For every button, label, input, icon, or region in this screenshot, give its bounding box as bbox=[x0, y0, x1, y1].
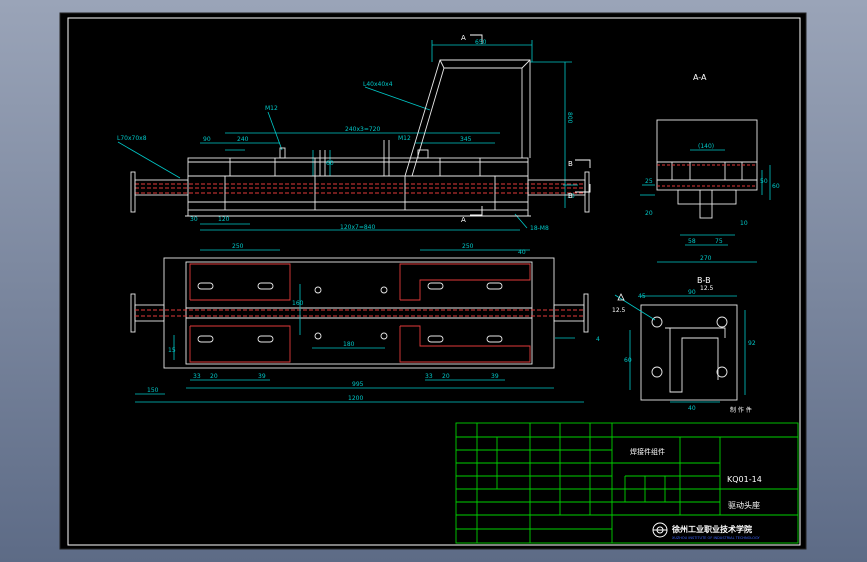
bb-weld: 12.5 bbox=[612, 307, 626, 314]
aa-dim-58: 58 bbox=[688, 238, 696, 245]
dim-33b: 33 bbox=[425, 373, 433, 380]
section-letter-b-bottom: B bbox=[568, 192, 573, 200]
frame-outline bbox=[130, 157, 590, 217]
section-letter-a-top: A bbox=[461, 34, 466, 42]
section-bb-title: B-B bbox=[697, 276, 711, 285]
border-frame bbox=[67, 17, 801, 546]
material-label: 焊接件组件 bbox=[630, 447, 665, 456]
section-aa-labels: A-A (140) 60 50 25 20 58 75 270 10 bbox=[645, 73, 780, 262]
dim-span-top: 240x3=720 bbox=[345, 126, 380, 133]
support-bracket bbox=[279, 59, 531, 177]
dim-60: 60 bbox=[326, 160, 334, 167]
dim-20a: 20 bbox=[210, 373, 218, 380]
drawing-area bbox=[59, 12, 807, 550]
dim-10: 10 bbox=[567, 193, 575, 200]
dim-995: 995 bbox=[352, 381, 364, 388]
dim-right-250: 250 bbox=[462, 243, 474, 250]
main-view-labels: 650 800 240x3=720 240 90 345 30 120 120x… bbox=[117, 39, 575, 232]
part-name: 驱动头座 bbox=[728, 500, 760, 510]
bb-dim-40: 40 bbox=[688, 405, 696, 412]
section-bb-dims bbox=[614, 294, 746, 403]
dim-vert-15: 15 bbox=[168, 347, 176, 354]
company-subtitle: XUZHOU INSTITUTE OF INDUSTRIAL TECHNOLOG… bbox=[672, 536, 761, 540]
section-aa-view bbox=[640, 119, 771, 263]
section-bb-outline bbox=[640, 304, 738, 401]
section-letter-a-bottom: A bbox=[461, 216, 466, 224]
bb-dim-60: 60 bbox=[624, 357, 632, 364]
dim-240: 240 bbox=[237, 136, 249, 143]
dim-top-width: 650 bbox=[475, 39, 487, 46]
label-bolt-top: M12 bbox=[265, 105, 278, 112]
section-aa-dims bbox=[640, 149, 771, 263]
main-elevation-view bbox=[117, 34, 591, 231]
plan-dimensions bbox=[135, 249, 584, 403]
aa-dim-25: 25 bbox=[645, 178, 653, 185]
drawing-number: KQ01-14 bbox=[727, 475, 762, 484]
plan-view bbox=[130, 249, 589, 403]
plan-hidden bbox=[135, 263, 584, 363]
dim-total: 1200 bbox=[348, 395, 363, 402]
dim-20b: 20 bbox=[442, 373, 450, 380]
section-bb-subtitle: 12.5 bbox=[700, 285, 714, 292]
aa-dim-10: 10 bbox=[740, 220, 748, 227]
company-logo-icon bbox=[652, 522, 668, 538]
dim-vert-160: 160 bbox=[292, 300, 304, 307]
dim-4: 4 bbox=[596, 336, 600, 343]
dim-180: 180 bbox=[343, 341, 355, 348]
dim-39a: 39 bbox=[258, 373, 266, 380]
aa-dim-20: 20 bbox=[645, 210, 653, 217]
company-name: 徐州工业职业技术学院 bbox=[671, 524, 752, 534]
plan-view-labels: 250 250 40 180 150 995 1200 33 20 39 33 … bbox=[147, 243, 600, 402]
label-nut: M12 bbox=[398, 135, 411, 142]
title-block-text: 焊接件组件 KQ01-14 驱动头座 徐州工业职业技术学院 XUZHOU INS… bbox=[630, 447, 762, 540]
aa-dim-60: 60 bbox=[772, 183, 780, 190]
label-plate: L40x40x4 bbox=[363, 81, 393, 88]
title-block bbox=[455, 422, 799, 544]
dim-90: 90 bbox=[203, 136, 211, 143]
dim-120: 120 bbox=[218, 216, 230, 223]
plan-outline bbox=[130, 257, 589, 369]
dim-39b: 39 bbox=[491, 373, 499, 380]
dim-left-250: 250 bbox=[232, 243, 244, 250]
bb-dim-90: 90 bbox=[688, 289, 696, 296]
hidden-lines bbox=[135, 183, 585, 194]
dim-150: 150 bbox=[147, 387, 159, 394]
dim-height-right: 800 bbox=[566, 112, 573, 124]
bb-part-note: 制 作 件 bbox=[730, 406, 752, 414]
weld-symbol bbox=[617, 293, 625, 301]
dim-33a: 33 bbox=[193, 373, 201, 380]
section-marks bbox=[470, 34, 591, 216]
dim-345: 345 bbox=[460, 136, 472, 143]
dim-120x7: 120x7=840 bbox=[340, 224, 375, 231]
section-bb-labels: B-B 12.5 90 45 60 92 40 12.5 制 作 件 bbox=[612, 276, 756, 414]
aa-dim-50: 50 bbox=[760, 178, 768, 185]
bb-dim-92: 92 bbox=[748, 340, 756, 347]
section-letter-b-top: B bbox=[568, 160, 573, 168]
section-letters: A A B B bbox=[461, 34, 573, 224]
label-bolt-note: 18-M8 bbox=[530, 225, 549, 232]
dim-40: 40 bbox=[518, 249, 526, 256]
section-bb-view bbox=[614, 293, 746, 403]
label-angle-left: L70x70x8 bbox=[117, 135, 147, 142]
aa-dim-75: 75 bbox=[715, 238, 723, 245]
bb-dim-45: 45 bbox=[638, 293, 646, 300]
section-aa-title: A-A bbox=[693, 73, 707, 82]
dim-30-left: 30 bbox=[190, 216, 198, 223]
aa-dim-140: (140) bbox=[698, 143, 714, 150]
aa-dim-270: 270 bbox=[700, 255, 712, 262]
